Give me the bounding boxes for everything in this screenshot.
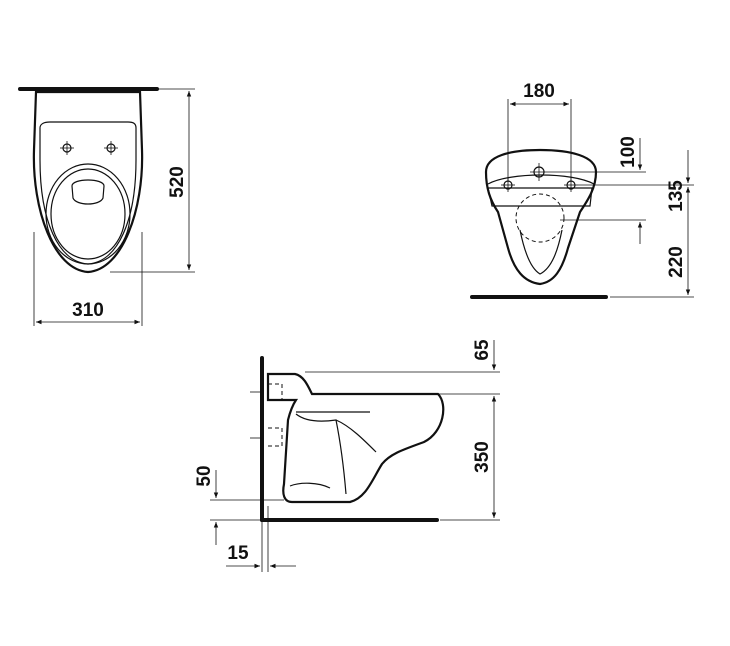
top-view-right-fixing-hole	[104, 141, 118, 155]
dim-label-15: 15	[227, 543, 249, 564]
dim-label-520: 520	[167, 166, 188, 198]
dim-label-310: 310	[72, 300, 104, 321]
side-view-dashed-bolts	[268, 383, 283, 447]
dim-label-135: 135	[666, 180, 687, 212]
rear-view-outlet-dashed-circle	[515, 193, 565, 243]
dim-label-65: 65	[472, 339, 493, 361]
side-view-trap	[335, 419, 377, 453]
top-view-seat-inner	[50, 168, 126, 260]
rear-view-outlet	[519, 229, 563, 275]
dim-label-350: 350	[472, 441, 493, 473]
top-view-rim-inner	[39, 121, 137, 265]
top-view: 520 310	[18, 87, 195, 326]
rear-view: 180 100 135 220	[470, 81, 694, 299]
dim-label-100: 100	[618, 136, 639, 168]
dim-label-50: 50	[194, 465, 215, 486]
side-view-bowl-outline	[266, 372, 445, 504]
side-view: 65 350 50 15	[194, 339, 500, 572]
top-view-bowl-outline	[32, 90, 144, 274]
side-view-drain-hint	[289, 482, 331, 489]
top-view-seat-outer	[45, 163, 131, 265]
top-view-left-fixing-hole	[60, 141, 74, 155]
top-view-bowl-opening	[71, 179, 105, 205]
rear-view-flange	[487, 187, 593, 207]
rear-view-water-inlet	[530, 163, 548, 181]
rear-view-bowl-outline	[484, 148, 598, 286]
dim-label-180: 180	[523, 81, 555, 102]
dim-label-220: 220	[666, 246, 687, 278]
rear-view-rim	[487, 174, 595, 185]
